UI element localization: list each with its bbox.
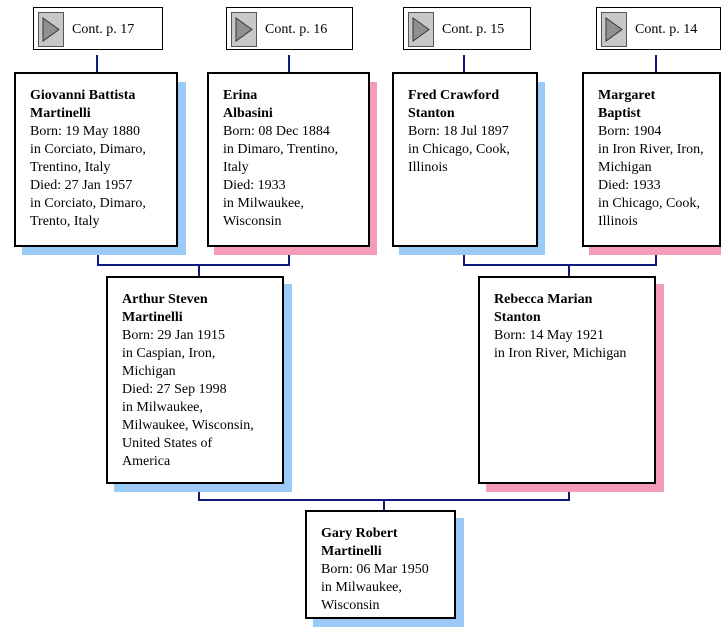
person-detail: Illinois <box>408 160 448 175</box>
play-triangle-icon[interactable] <box>601 12 627 47</box>
continuation-box-p15[interactable]: Cont. p. 15 <box>403 7 531 50</box>
person-detail: Born: 19 May 1880 <box>30 124 141 139</box>
continuation-box-p14[interactable]: Cont. p. 14 <box>596 7 721 50</box>
person-detail: in Iron River, Iron, <box>598 142 704 157</box>
person-detail: Illinois <box>598 214 638 229</box>
person-card-margaret-baptist[interactable]: Margaret Baptist Born: 1904 in Iron Rive… <box>582 72 721 247</box>
person-card-erina-albasini[interactable]: Erina Albasini Born: 08 Dec 1884 in Dima… <box>207 72 370 247</box>
connector-line <box>655 55 657 72</box>
person-name: Arthur Steven <box>122 292 208 307</box>
person-detail: in Milwaukee, <box>223 196 304 211</box>
person-detail: Wisconsin <box>321 598 380 613</box>
person-detail: Born: 18 Jul 1897 <box>408 124 509 139</box>
person-name: Margaret <box>598 88 656 103</box>
connector-line <box>97 246 99 265</box>
person-detail: in Dimaro, Trentino, <box>223 142 339 157</box>
connector-line <box>383 499 385 511</box>
person-detail: Trentino, Italy <box>30 160 111 175</box>
person-detail: in Milwaukee, <box>122 400 203 415</box>
person-detail: Died: 1933 <box>598 178 661 193</box>
person-card-arthur-martinelli[interactable]: Arthur Steven Martinelli Born: 29 Jan 19… <box>106 276 284 484</box>
person-detail: Milwaukee, Wisconsin, <box>122 418 254 433</box>
person-card-giovanni-martinelli[interactable]: Giovanni Battista Martinelli Born: 19 Ma… <box>14 72 178 247</box>
person-detail: Died: 27 Jan 1957 <box>30 178 133 193</box>
person-name: Martinelli <box>30 106 91 121</box>
person-name: Albasini <box>223 106 273 121</box>
connector-line <box>463 264 657 266</box>
person-name: Baptist <box>598 106 641 121</box>
person-detail: in Chicago, Cook, <box>598 196 700 211</box>
continuation-label: Cont. p. 14 <box>635 22 698 37</box>
person-detail: in Milwaukee, <box>321 580 402 595</box>
person-detail: Michigan <box>122 364 176 379</box>
connector-line <box>568 264 570 276</box>
person-detail: Born: 06 Mar 1950 <box>321 562 429 577</box>
play-triangle-icon[interactable] <box>408 12 434 47</box>
connector-line <box>655 246 657 265</box>
person-detail: Born: 29 Jan 1915 <box>122 328 226 343</box>
person-detail: in Caspian, Iron, <box>122 346 216 361</box>
person-detail: America <box>122 454 171 469</box>
person-detail: Born: 08 Dec 1884 <box>223 124 330 139</box>
continuation-box-p16[interactable]: Cont. p. 16 <box>226 7 353 50</box>
play-triangle-icon[interactable] <box>38 12 64 47</box>
continuation-box-p17[interactable]: Cont. p. 17 <box>33 7 163 50</box>
person-name: Giovanni Battista <box>30 88 136 103</box>
continuation-label: Cont. p. 17 <box>72 22 135 37</box>
person-name: Rebecca Marian <box>494 292 593 307</box>
person-detail: in Iron River, Michigan <box>494 346 627 361</box>
person-name: Martinelli <box>321 544 382 559</box>
person-detail: Born: 14 May 1921 <box>494 328 605 343</box>
person-name: Stanton <box>408 106 455 121</box>
person-detail: United States of <box>122 436 213 451</box>
person-detail: Michigan <box>598 160 652 175</box>
person-detail: in Corciato, Dimaro, <box>30 142 146 157</box>
person-name: Erina <box>223 88 258 103</box>
person-detail: Trento, Italy <box>30 214 100 229</box>
person-detail: Died: 1933 <box>223 178 286 193</box>
connector-line <box>288 246 290 265</box>
play-triangle-icon[interactable] <box>231 12 257 47</box>
connector-line <box>96 55 98 72</box>
person-detail: Wisconsin <box>223 214 282 229</box>
connector-line <box>463 246 465 265</box>
person-card-fred-stanton[interactable]: Fred Crawford Stanton Born: 18 Jul 1897 … <box>392 72 538 247</box>
person-name: Martinelli <box>122 310 183 325</box>
person-name: Stanton <box>494 310 541 325</box>
person-detail: Born: 1904 <box>598 124 662 139</box>
connector-line <box>463 55 465 72</box>
connector-line <box>97 264 290 266</box>
person-name: Fred Crawford <box>408 88 500 103</box>
connector-line <box>198 264 200 276</box>
person-detail: Died: 27 Sep 1998 <box>122 382 227 397</box>
person-detail: in Chicago, Cook, <box>408 142 510 157</box>
connector-line <box>288 55 290 72</box>
person-card-gary-martinelli[interactable]: Gary Robert Martinelli Born: 06 Mar 1950… <box>305 510 456 619</box>
person-card-rebecca-stanton[interactable]: Rebecca Marian Stanton Born: 14 May 1921… <box>478 276 656 484</box>
continuation-label: Cont. p. 15 <box>442 22 505 37</box>
person-detail: Italy <box>223 160 249 175</box>
person-name: Gary Robert <box>321 526 398 541</box>
continuation-label: Cont. p. 16 <box>265 22 328 37</box>
person-detail: in Corciato, Dimaro, <box>30 196 146 211</box>
